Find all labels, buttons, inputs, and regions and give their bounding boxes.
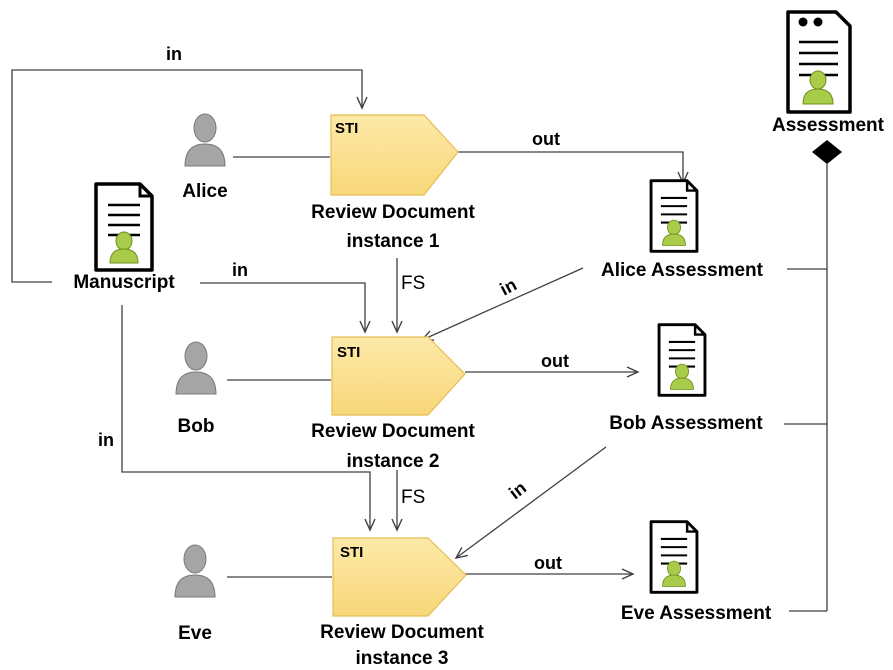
actor-eve: Eve [174, 544, 216, 644]
document-icon [649, 179, 699, 253]
doc-bob-assessment-label: Bob Assessment [609, 413, 763, 434]
actor-bob-label: Bob [178, 416, 215, 437]
task-3-subtitle: instance 3 [356, 648, 449, 669]
task-badge: STI [340, 544, 363, 561]
aggregation-diamond [812, 140, 842, 164]
task-badge: STI [337, 344, 360, 361]
edge-bob-assessment-task3 [454, 446, 607, 560]
doc-manuscript-label: Manuscript [73, 272, 175, 293]
task-3-title: Review Document [320, 622, 484, 643]
task-2-subtitle: instance 2 [347, 451, 440, 472]
actor-bob: Bob [175, 341, 217, 437]
edge-manuscript-task2 [200, 282, 371, 334]
doc-alice-assessment-label: Alice Assessment [601, 260, 764, 281]
label-in-task2: in [232, 260, 248, 280]
label-fs-2: FS [401, 487, 425, 508]
doc-eve-assessment: Eve Assessment [621, 520, 772, 624]
document-icon [649, 520, 699, 594]
connectors [11, 69, 842, 612]
edge-manuscript-task1 [11, 69, 368, 283]
doc-assessment-label: Assessment [772, 115, 885, 136]
task-review-document-1[interactable]: STI [330, 114, 459, 196]
document-icon [94, 182, 154, 272]
person-icon [175, 341, 217, 395]
task-1-title: Review Document [311, 202, 475, 223]
label-in-task3: in [98, 430, 114, 450]
edge-alice-assessment-task2 [420, 267, 584, 341]
task-review-document-3[interactable]: STI [332, 537, 467, 617]
label-out-3: out [534, 553, 562, 573]
label-in-diag-1: in [496, 274, 520, 299]
label-out-2: out [541, 351, 569, 371]
edge-manuscript-task3 [121, 305, 376, 532]
edge-labels: in in in FS FS out out out in in [98, 44, 569, 573]
actor-eve-label: Eve [178, 623, 212, 644]
label-in-top: in [166, 44, 182, 64]
doc-assessment: Assessment [772, 10, 885, 136]
person-icon [184, 113, 226, 167]
task-review-document-2[interactable]: STI [331, 336, 466, 416]
label-fs-1: FS [401, 273, 425, 294]
document-icon [657, 323, 707, 397]
label-in-diag-2: in [505, 478, 530, 504]
edge-task1-alice-assessment [457, 151, 689, 185]
doc-eve-assessment-label: Eve Assessment [621, 603, 772, 624]
label-out-1: out [532, 129, 560, 149]
doc-bob-assessment: Bob Assessment [609, 323, 763, 434]
actor-alice-label: Alice [182, 181, 227, 202]
actor-alice: Alice [182, 113, 228, 202]
task-1-subtitle: instance 1 [347, 231, 440, 252]
task-badge: STI [335, 120, 358, 137]
doc-alice-assessment: Alice Assessment [601, 179, 764, 281]
doc-manuscript: Manuscript [73, 182, 175, 293]
person-icon [174, 544, 216, 598]
task-2-title: Review Document [311, 421, 475, 442]
